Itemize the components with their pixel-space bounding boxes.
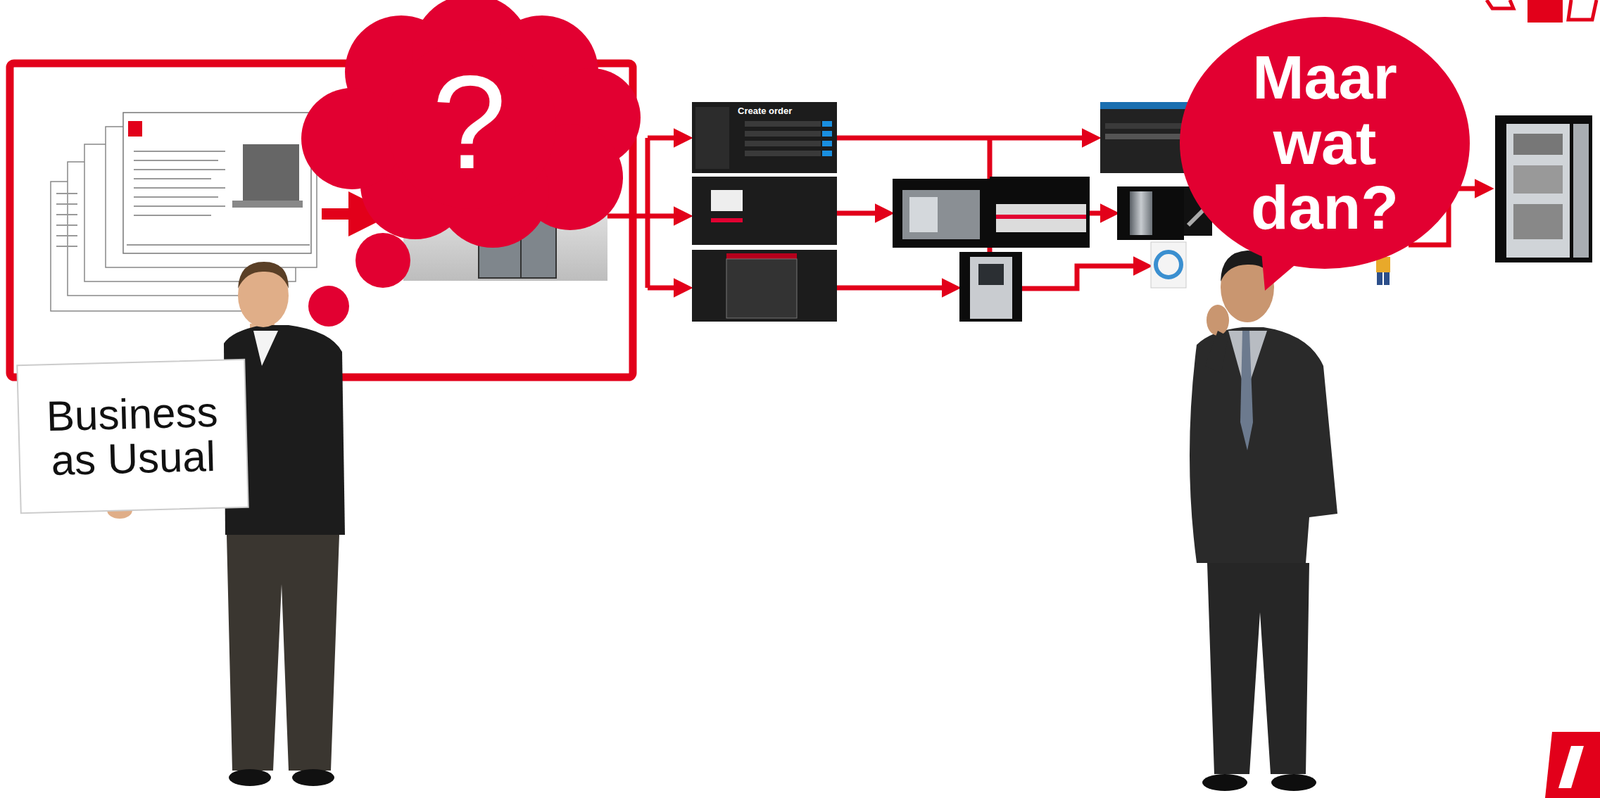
machine-photo (959, 252, 1023, 322)
logo-mark (1545, 732, 1600, 798)
logo-mark (1558, 746, 1584, 789)
cabinet-photo (1495, 115, 1593, 263)
software-screenshot (1100, 102, 1189, 174)
thought-cloud: ? (295, 4, 643, 240)
logo-mark (1527, 0, 1563, 23)
screen-label: Create order (737, 105, 792, 117)
speech-bubble: Maar wat dan? (1179, 16, 1470, 269)
software-screenshot (691, 176, 837, 245)
person-photo (1189, 250, 1338, 792)
node-text: ? (432, 52, 507, 193)
machine-photo (892, 178, 990, 248)
person-photo (106, 261, 345, 787)
software-screenshot (691, 102, 837, 174)
thought-dot (308, 285, 350, 327)
thought-dot (355, 232, 411, 288)
node-text: Business as Usual (31, 389, 233, 483)
sign-board: Business as Usual (16, 359, 248, 514)
node-text: Maar wat dan? (1233, 45, 1417, 241)
software-screenshot (691, 249, 837, 322)
machine-photo (989, 176, 1090, 248)
cable-photo (1150, 242, 1187, 288)
flow-arrow (321, 208, 374, 220)
